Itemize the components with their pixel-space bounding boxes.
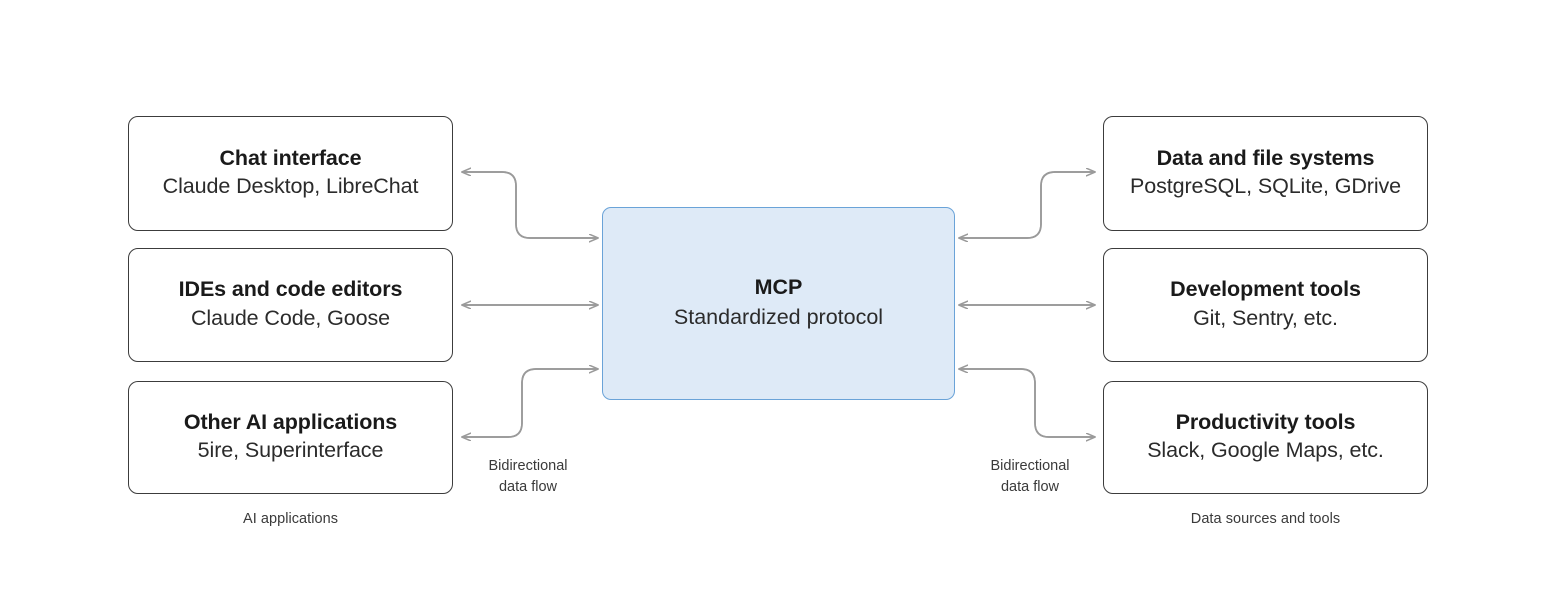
node-subtitle: Slack, Google Maps, etc. [1147,438,1384,463]
connector-left-top [462,172,598,238]
group-caption-ai-applications: AI applications [242,511,339,527]
node-subtitle: Claude Desktop, LibreChat [162,174,419,199]
node-subtitle: 5ire, Superinterface [197,438,384,463]
hub-subtitle: Standardized protocol [673,304,884,329]
node-title: Chat interface [219,145,362,170]
flow-label-left-line2: data flow [498,479,558,496]
node-title: Data and file systems [1156,145,1375,170]
node-data-and-file-systems[interactable]: Data and file systems PostgreSQL, SQLite… [1103,116,1428,231]
node-mcp-hub[interactable]: MCP Standardized protocol [602,207,955,400]
node-subtitle: Git, Sentry, etc. [1193,305,1338,330]
connector-left-bottom [462,369,598,437]
node-title: Productivity tools [1175,409,1356,434]
flow-label-right-line1: Bidirectional [990,458,1070,474]
connector-right-top [959,172,1095,238]
flow-label-left: Bidirectional data flow [452,456,604,498]
node-subtitle: PostgreSQL, SQLite, GDrive [1129,174,1402,199]
node-title: Other AI applications [183,409,398,434]
node-chat-interface[interactable]: Chat interface Claude Desktop, LibreChat [128,116,453,231]
group-caption-data-sources-and-tools: Data sources and tools [1190,511,1341,527]
node-ides-and-code-editors[interactable]: IDEs and code editors Claude Code, Goose [128,248,453,362]
node-subtitle: Claude Code, Goose [191,305,390,330]
node-other-ai-applications[interactable]: Other AI applications 5ire, Superinterfa… [128,381,453,494]
node-productivity-tools[interactable]: Productivity tools Slack, Google Maps, e… [1103,381,1428,494]
node-title: IDEs and code editors [178,277,403,302]
connector-right-bottom [959,369,1095,437]
node-title: Development tools [1170,277,1361,302]
node-development-tools[interactable]: Development tools Git, Sentry, etc. [1103,248,1428,362]
hub-title: MCP [754,275,803,300]
flow-label-left-line1: Bidirectional [488,458,568,474]
flow-label-right-line2: data flow [1000,479,1060,496]
flow-label-right: Bidirectional data flow [954,456,1106,498]
